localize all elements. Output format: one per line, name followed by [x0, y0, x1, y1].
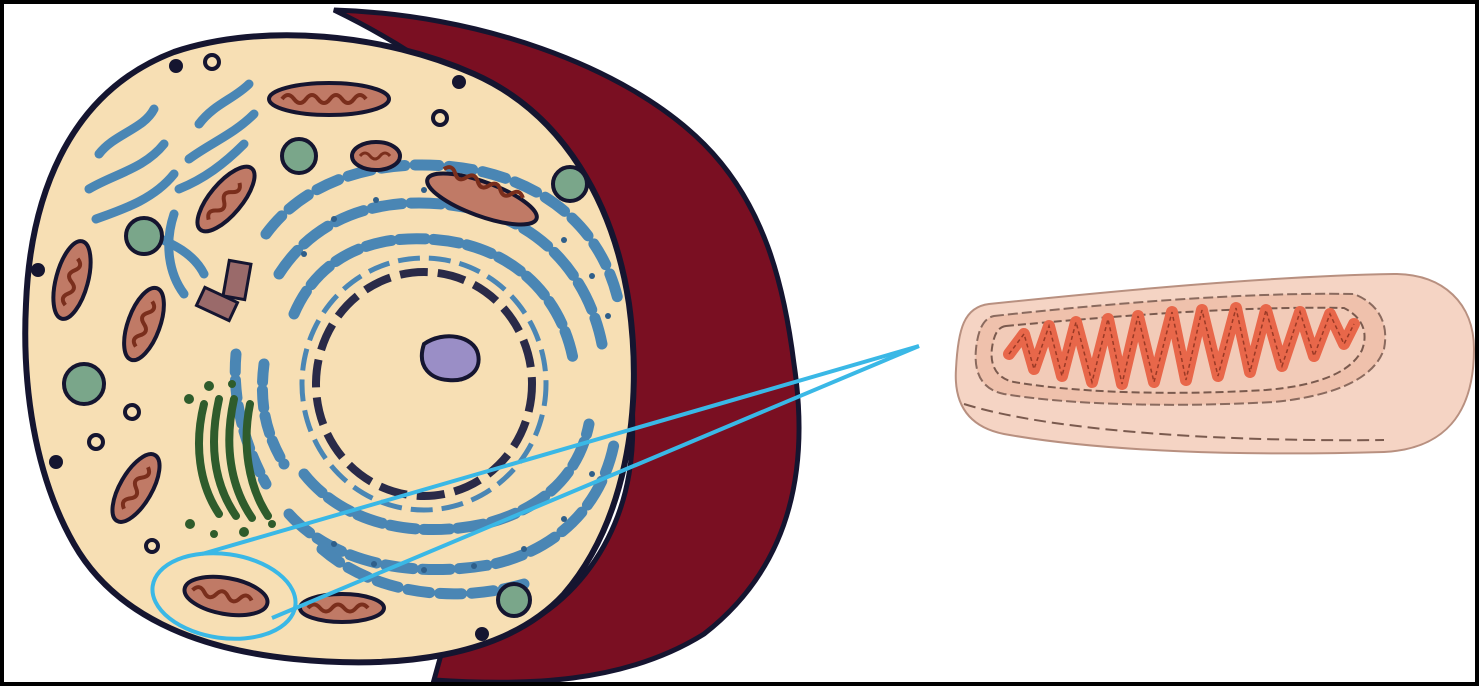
nucleolus — [422, 336, 479, 380]
mitochondrion — [269, 83, 389, 115]
mitochondrion — [352, 142, 400, 170]
magnified-mitochondrion — [956, 274, 1474, 453]
cell-diagram — [4, 4, 1475, 682]
diagram-canvas — [4, 4, 1475, 682]
mitochondrion — [300, 594, 384, 622]
